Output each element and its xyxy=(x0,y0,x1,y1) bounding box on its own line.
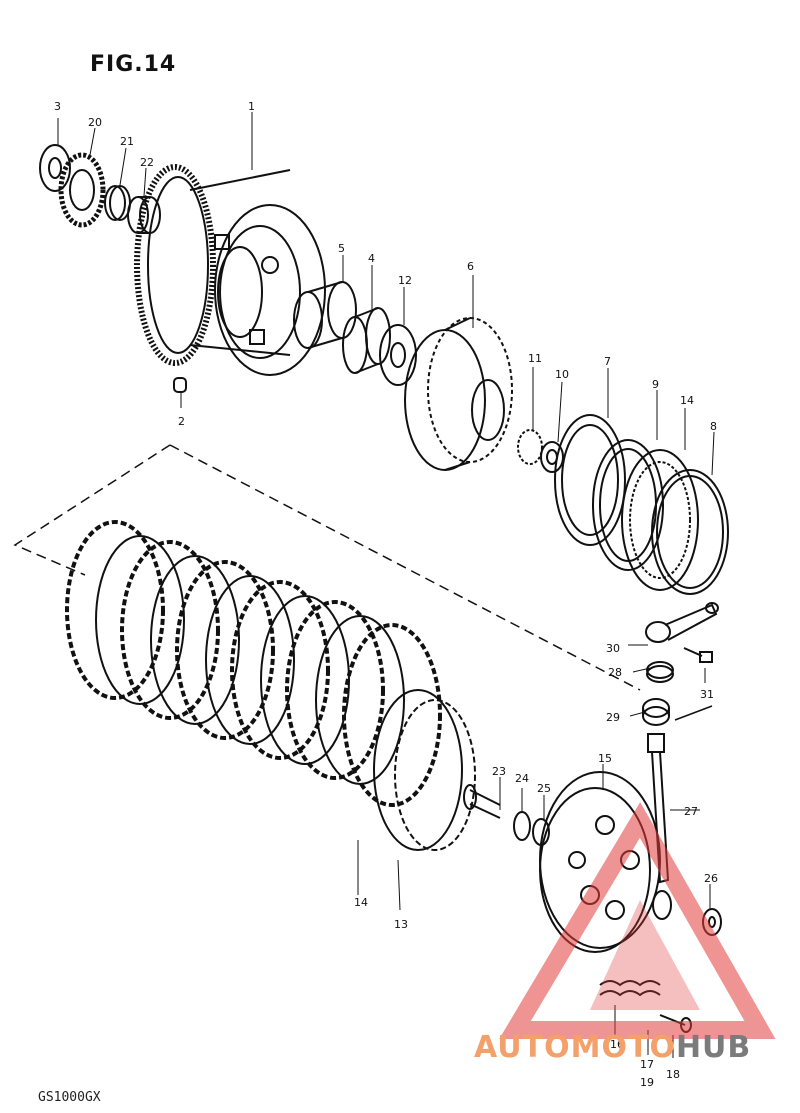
part-ring-9 xyxy=(592,439,664,571)
watermark-text-a: AUTOMOTO xyxy=(474,1030,676,1065)
part-bearing-5 xyxy=(293,281,357,349)
callout-7: 7 xyxy=(604,355,611,368)
part-pin-2 xyxy=(173,377,187,393)
part-wire-ring-8 xyxy=(651,469,729,595)
callout-21: 21 xyxy=(120,135,134,148)
callout-29: 29 xyxy=(606,711,620,724)
part-release-arm-30 xyxy=(645,602,719,643)
part-bearing-22 xyxy=(127,196,161,234)
part-lock-washer-11 xyxy=(517,429,543,465)
callout-15: 15 xyxy=(598,752,612,765)
callout-2: 2 xyxy=(178,415,185,428)
part-bearing-28 xyxy=(646,661,674,683)
callout-23: 23 xyxy=(492,765,506,778)
callout-3: 3 xyxy=(54,100,61,113)
part-spring-16 xyxy=(599,980,661,997)
callout-9: 9 xyxy=(652,378,659,391)
part-washer-3 xyxy=(39,144,71,192)
figure-title: FIG.14 xyxy=(90,52,177,77)
callout-19: 19 xyxy=(640,1076,654,1089)
callout-14: 14 xyxy=(680,394,694,407)
callout-20: 20 xyxy=(88,116,102,129)
callout-22: 22 xyxy=(140,156,154,169)
callout-14: 14 xyxy=(354,896,368,909)
callout-25: 25 xyxy=(537,782,551,795)
part-clutch-housing-1 xyxy=(134,164,326,376)
callout-5: 5 xyxy=(338,242,345,255)
callout-4: 4 xyxy=(368,252,375,265)
callout-6: 6 xyxy=(467,260,474,273)
callout-1: 1 xyxy=(248,100,255,113)
part-clutch-plate-stack xyxy=(65,520,476,851)
callout-10: 10 xyxy=(555,368,569,381)
callout-17: 17 xyxy=(640,1058,654,1071)
part-washer-12 xyxy=(379,324,417,386)
part-sprocket-20 xyxy=(58,152,106,228)
part-bearing-24 xyxy=(513,811,531,841)
callout-26: 26 xyxy=(704,872,718,885)
part-plate-14-top xyxy=(621,449,699,591)
callout-13: 13 xyxy=(394,918,408,931)
callout-27: 27 xyxy=(684,805,698,818)
callout-28: 28 xyxy=(608,666,622,679)
callout-30: 30 xyxy=(606,642,620,655)
watermark-logo-icon xyxy=(499,802,776,1039)
watermark-text: AUTOMOTOHUB xyxy=(474,1030,751,1065)
part-bushing-21 xyxy=(104,185,131,221)
callout-24: 24 xyxy=(515,772,529,785)
part-ring-7 xyxy=(554,414,626,546)
callout-11: 11 xyxy=(528,352,542,365)
callout-8: 8 xyxy=(710,420,717,433)
part-bolt-23 xyxy=(463,784,501,819)
callout-12: 12 xyxy=(398,274,412,287)
part-bolt-31 xyxy=(683,647,713,663)
model-code: GS1000GX xyxy=(38,1090,101,1105)
part-sleeve-hub-6 xyxy=(404,317,513,471)
callout-labels: 1234567891011121314141516171819202122232… xyxy=(54,100,718,1089)
watermark-text-b: HUB xyxy=(675,1030,752,1065)
callout-18: 18 xyxy=(666,1068,680,1081)
part-spacer-4 xyxy=(342,307,391,374)
callout-31: 31 xyxy=(700,688,714,701)
callout-16: 16 xyxy=(610,1038,624,1051)
part-oil-seal-29 xyxy=(642,698,670,726)
